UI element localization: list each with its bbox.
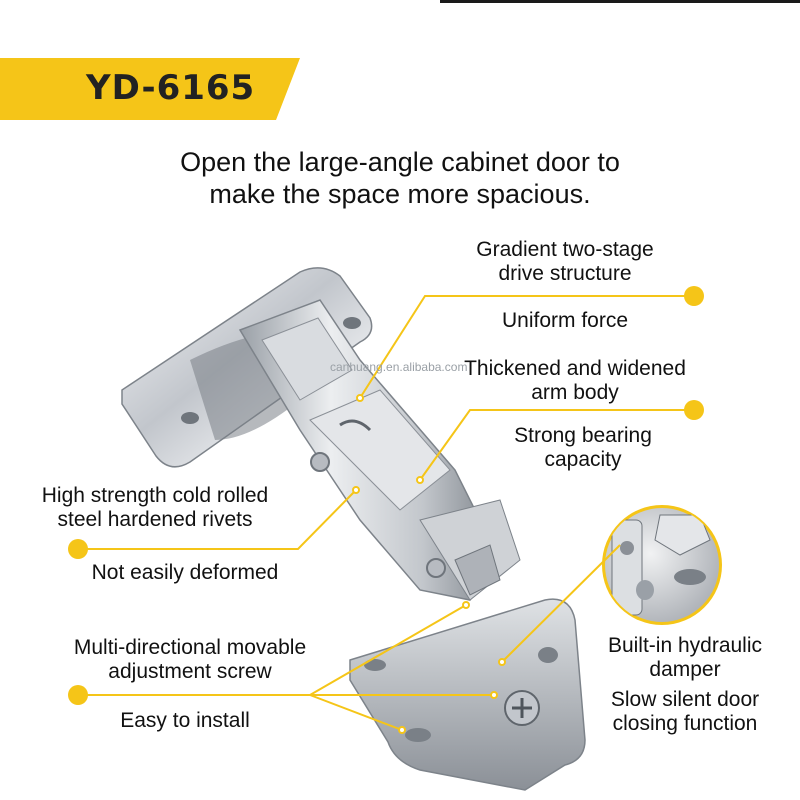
feature-rivets-line-2: steel hardened rivets <box>57 508 253 531</box>
feature-bearing-capacity-line-1: Strong bearing <box>514 424 652 447</box>
yellow-dot-icon <box>684 286 704 306</box>
feature-adjustment-screw-line-2: adjustment screw <box>108 660 272 683</box>
damper-zoom-image <box>602 505 722 625</box>
feature-not-deformed: Not easily deformed <box>91 561 279 584</box>
model-banner <box>0 58 300 120</box>
top-divider <box>0 0 800 4</box>
headline-line-1: Open the large-angle cabinet door to <box>180 147 620 177</box>
feature-easy-install: Easy to install <box>120 709 250 732</box>
feature-hydraulic-damper-line-2: damper <box>649 658 721 681</box>
top-divider-dark <box>440 0 800 3</box>
feature-drive-structure-line-2: drive structure <box>498 262 632 285</box>
feature-arm-body-line-2: arm body <box>531 381 619 404</box>
feature-bearing-capacity-line-2: capacity <box>544 448 622 471</box>
feature-adjustment-screw-line-1: Multi-directional movable <box>73 636 307 659</box>
feature-hydraulic-damper-line-1: Built-in hydraulic <box>607 634 763 657</box>
model-number: YD-6165 <box>86 68 256 108</box>
yellow-dot-icon <box>68 539 88 559</box>
headline-line-2: make the space more spacious. <box>209 179 591 209</box>
feature-silent-closing-line-2: closing function <box>612 712 758 735</box>
leader-lines <box>80 295 690 731</box>
feature-silent-closing-line-1: Slow silent door <box>610 688 760 711</box>
hinge-arm-body <box>238 299 521 601</box>
watermark: canhuang.en.alibaba.com <box>330 360 468 374</box>
yellow-dot-icon <box>68 685 88 705</box>
feature-drive-structure-line-1: Gradient two-stage <box>476 238 654 261</box>
feature-uniform-force: Uniform force <box>501 309 629 332</box>
feature-arm-body-line-1: Thickened and widened <box>464 357 686 380</box>
yellow-dot-icon <box>684 400 704 420</box>
feature-rivets-line-1: High strength cold rolled <box>41 484 269 507</box>
